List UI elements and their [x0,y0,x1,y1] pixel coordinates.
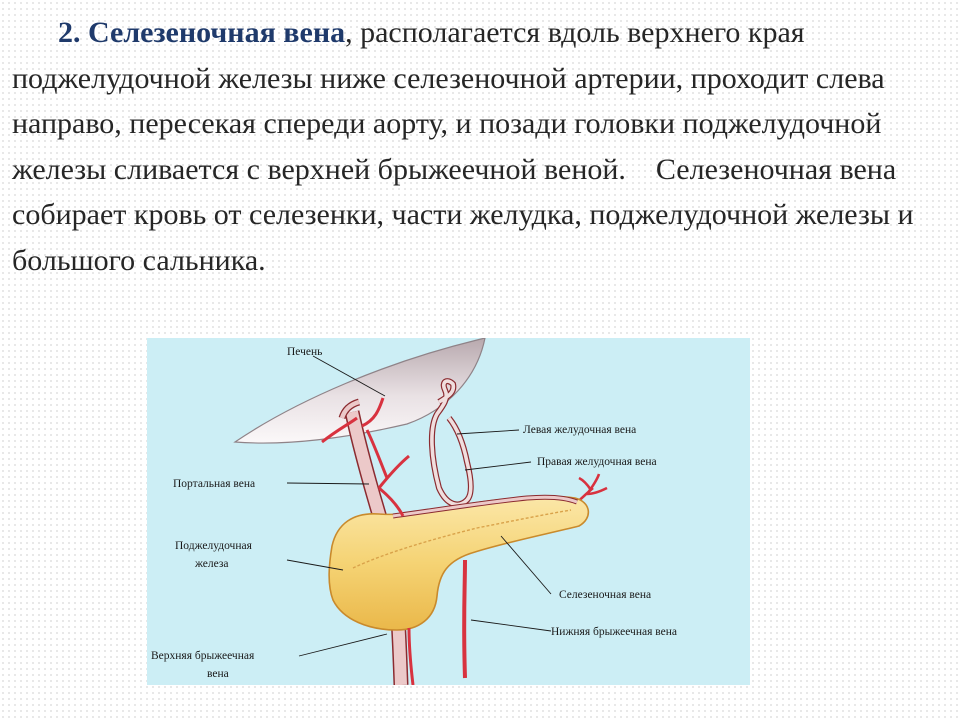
splenic-branches [572,473,608,507]
label-inferior-mesenteric-vein: Нижняя брыжеечная вена [551,626,677,638]
label-superior-mesenteric-vein-line1: Верхняя брыжеечная [151,650,255,662]
label-left-gastric-vein: Левая желудочная вена [523,424,636,436]
hepatic-artery [321,397,389,479]
anatomy-figure: Печень Левая желудочная вена Правая желу… [147,338,750,685]
pancreas-shape [328,495,590,631]
label-splenic-vein: Селезеночная вена [559,589,651,601]
inferior-mesenteric-vessel [462,559,467,679]
label-portal-vein: Портальная вена [173,478,255,490]
slide-text: 2. Селезеночная вена, располагается вдол… [12,10,942,283]
liver-shape [233,338,486,444]
leader-lines [286,355,552,657]
label-liver: Печень [287,346,322,358]
label-pancreas-line1: Поджелудочная [175,540,253,552]
splenic-vein-diagram: Печень Левая желудочная вена Правая желу… [151,338,677,685]
slide-paragraph: , располагается вдоль верхнего края подж… [12,16,914,277]
label-superior-mesenteric-vein-line2: вена [207,668,229,680]
label-pancreas-line2: железа [194,558,229,570]
label-right-gastric-vein: Правая желудочная вена [537,456,657,468]
superior-mesenteric-vessel [407,627,415,685]
slide-heading: 2. Селезеночная вена [58,16,346,49]
